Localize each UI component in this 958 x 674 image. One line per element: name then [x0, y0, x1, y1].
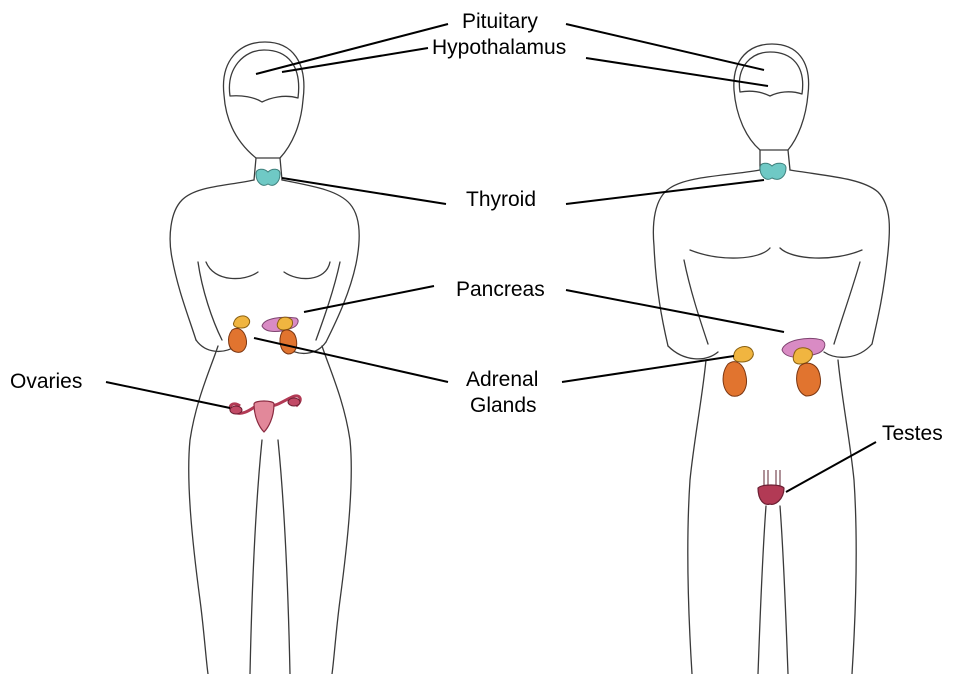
male-thyroid-icon: [760, 163, 786, 179]
male-adrenal-left-icon: [733, 347, 753, 362]
label-pancreas: Pancreas: [456, 278, 545, 301]
label-adrenal-line2: Glands: [470, 394, 537, 417]
ovaries-icon: [230, 396, 300, 432]
female-thyroid-icon: [256, 169, 280, 185]
female-adrenal-right-icon: [277, 317, 292, 330]
label-thyroid: Thyroid: [466, 188, 536, 211]
male-adrenal-right-icon: [793, 348, 812, 364]
testes-icon: [758, 470, 784, 504]
male-kidney-right-icon: [797, 363, 821, 396]
leader-lines: [106, 24, 876, 492]
label-ovaries: Ovaries: [10, 370, 82, 393]
label-pituitary: Pituitary: [462, 10, 538, 33]
label-adrenal-line1: Adrenal: [466, 368, 538, 391]
female-adrenal-left-icon: [233, 316, 249, 328]
female-figure: [170, 42, 359, 674]
female-kidney-right-icon: [280, 330, 297, 354]
male-kidney-left-icon: [723, 362, 746, 397]
label-testes: Testes: [882, 422, 943, 445]
female-kidney-left-icon: [229, 328, 247, 352]
male-figure: [653, 44, 889, 674]
label-hypothalamus: Hypothalamus: [432, 36, 566, 59]
